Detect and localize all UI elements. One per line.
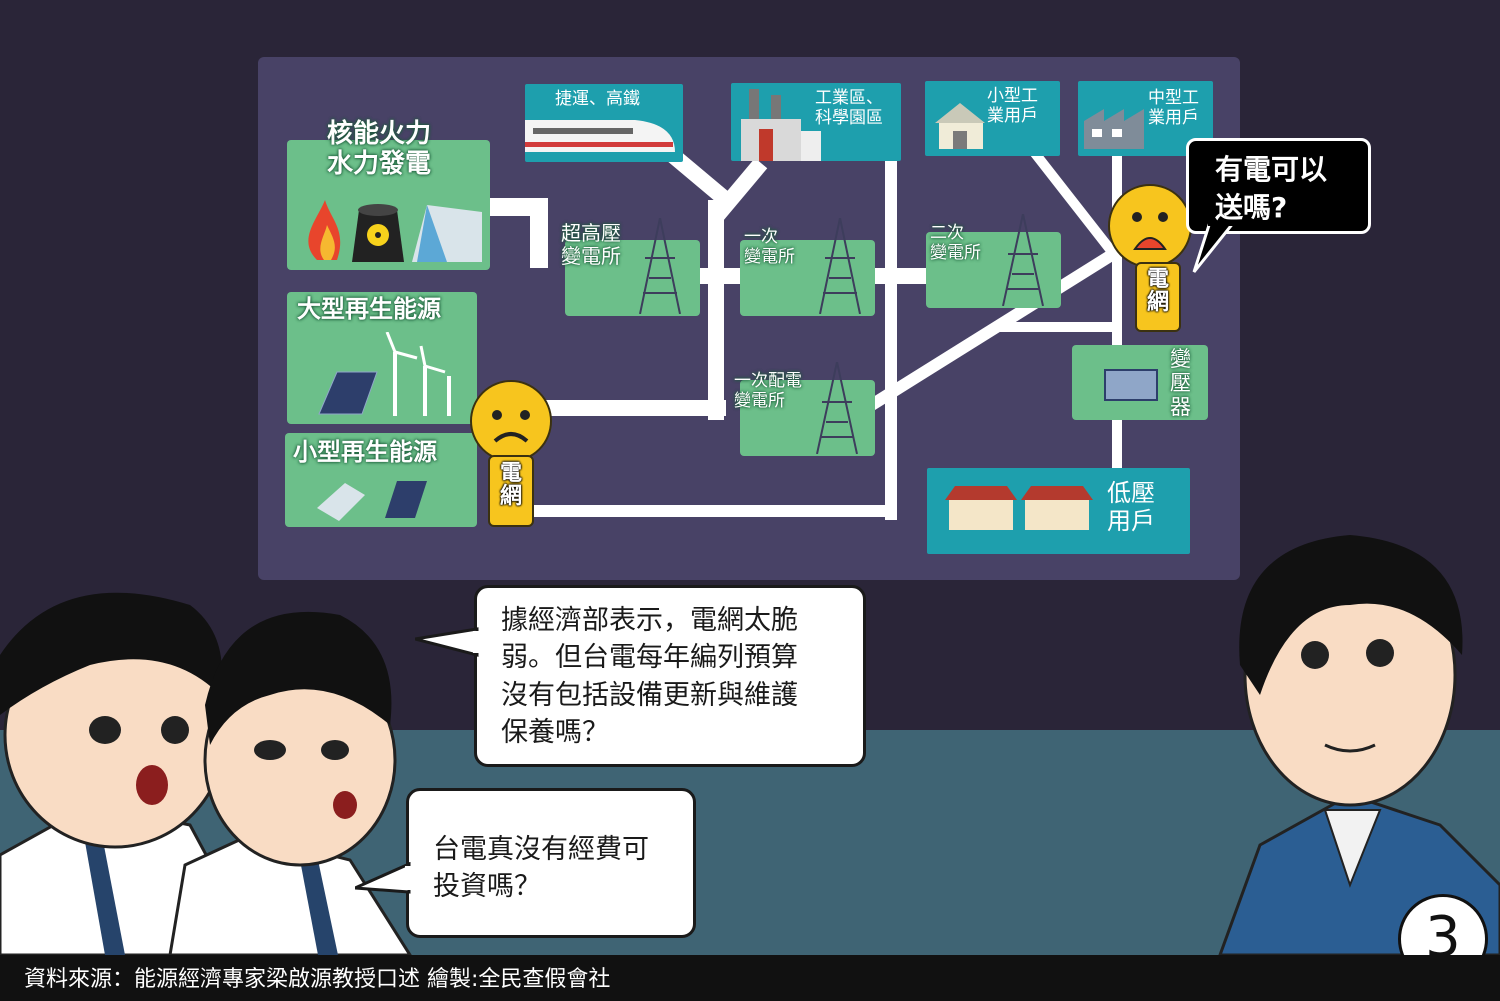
- low-voltage-box: 低壓 用戶: [927, 468, 1190, 554]
- grid-mascot-body: [488, 455, 534, 527]
- large-renewable-label: 大型再生能源: [297, 295, 441, 323]
- student1-speech-bubble: 據經濟部表示，電網太脆 弱。但台電每年編列預算 沒有包括設備更新與維護 保養嗎？: [474, 585, 866, 767]
- grid-speech-tail: [1192, 222, 1236, 273]
- primary-substation-label: 一次 變電所: [744, 227, 795, 267]
- extra-high-voltage-substation-box: 超高壓 變電所: [561, 218, 700, 316]
- pylon-icon: [816, 362, 858, 454]
- grid-mascot-body: [1135, 262, 1181, 332]
- medium-factory-icon: [1084, 109, 1144, 149]
- industrial-science-park-box: 工業區、 科學園區: [731, 83, 901, 161]
- industrial-science-park-label: 工業區、 科學園區: [815, 88, 883, 128]
- small-industrial-box: 小型工 業用戶: [925, 81, 1060, 156]
- nuclear-thermal-hydro-label: 核能火力 水力發電: [327, 119, 432, 179]
- power-plant-icon: [308, 200, 482, 262]
- student2-speech-tail: [355, 862, 411, 894]
- credit-text: 資料來源：能源經濟專家梁啟源教授口述 繪製:全民查假會社: [24, 967, 611, 992]
- primary-distribution-substation-box: 一次配電 變電所: [734, 362, 875, 456]
- student1-speech-tail: [415, 627, 479, 657]
- teacher-illustration: [1218, 535, 1500, 955]
- factory-icon: [741, 89, 821, 161]
- mrt-hsr-box: 捷運、高鐵: [525, 84, 683, 162]
- small-industrial-label: 小型工 業用戶: [987, 86, 1038, 126]
- pylon-icon: [639, 218, 681, 314]
- low-voltage-label: 低壓 用戶: [1107, 479, 1155, 535]
- nuclear-thermal-hydro-box: 核能火力 水力發電: [287, 119, 490, 270]
- train-icon: [525, 120, 675, 152]
- extra-high-voltage-substation-label: 超高壓 變電所: [561, 221, 621, 268]
- student2-speech-bubble: 台電真沒有經費可 投資嗎？: [406, 788, 696, 938]
- transformer-icon: [1104, 369, 1158, 401]
- solar-wind-icon: [318, 332, 451, 416]
- medium-industrial-label: 中型工 業用戶: [1148, 88, 1199, 128]
- grid-mascot-label: 電 網: [499, 461, 522, 510]
- secondary-substation-box: 二次 變電所: [926, 214, 1061, 308]
- grid-speech-bubble: 有電可以 送嗎?: [1186, 138, 1371, 234]
- mrt-hsr-label: 捷運、高鐵: [555, 89, 640, 109]
- large-renewable-box: 大型再生能源: [287, 292, 477, 424]
- worried-face-icon: [1108, 184, 1192, 268]
- credit-footer: 資料來源：能源經濟專家梁啟源教授口述 繪製:全民查假會社: [0, 955, 1500, 1001]
- students-illustration: [0, 592, 412, 955]
- sad-face-icon: [470, 380, 552, 462]
- pylon-icon: [819, 218, 861, 314]
- small-renewable-label: 小型再生能源: [293, 438, 437, 466]
- secondary-substation-label: 二次 變電所: [930, 223, 981, 263]
- small-solar-icon: [317, 481, 427, 521]
- pylon-icon: [1002, 214, 1044, 306]
- small-factory-icon: [935, 103, 985, 149]
- houses-icon: [945, 486, 1093, 530]
- small-renewable-box: 小型再生能源: [285, 433, 477, 527]
- primary-substation-box: 一次 變電所: [740, 218, 875, 316]
- transformer-box: 變 壓 器: [1072, 345, 1208, 420]
- transformer-label: 變 壓 器: [1170, 347, 1191, 420]
- grid-mascot-label: 電 網: [1146, 267, 1169, 316]
- primary-distribution-substation-label: 一次配電 變電所: [734, 371, 802, 411]
